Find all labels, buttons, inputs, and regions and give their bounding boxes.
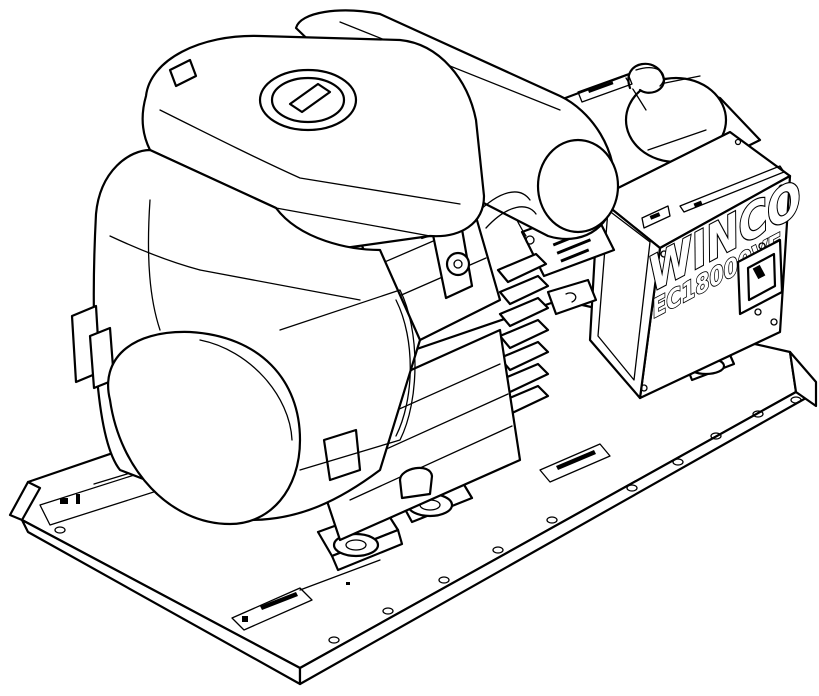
air-cleaner-knob	[258, 68, 358, 132]
receptacle-outlet	[736, 238, 784, 316]
base-label-right	[539, 443, 611, 483]
flywheel-cover	[107, 330, 302, 526]
cooling-fins	[496, 252, 550, 416]
air-cleaner	[141, 34, 486, 252]
base-warning-decal-center	[231, 559, 381, 631]
rail-mount-holes	[54, 396, 802, 644]
control-box: WINCO EC18000VE	[588, 130, 806, 400]
engine-shroud	[70, 58, 434, 526]
